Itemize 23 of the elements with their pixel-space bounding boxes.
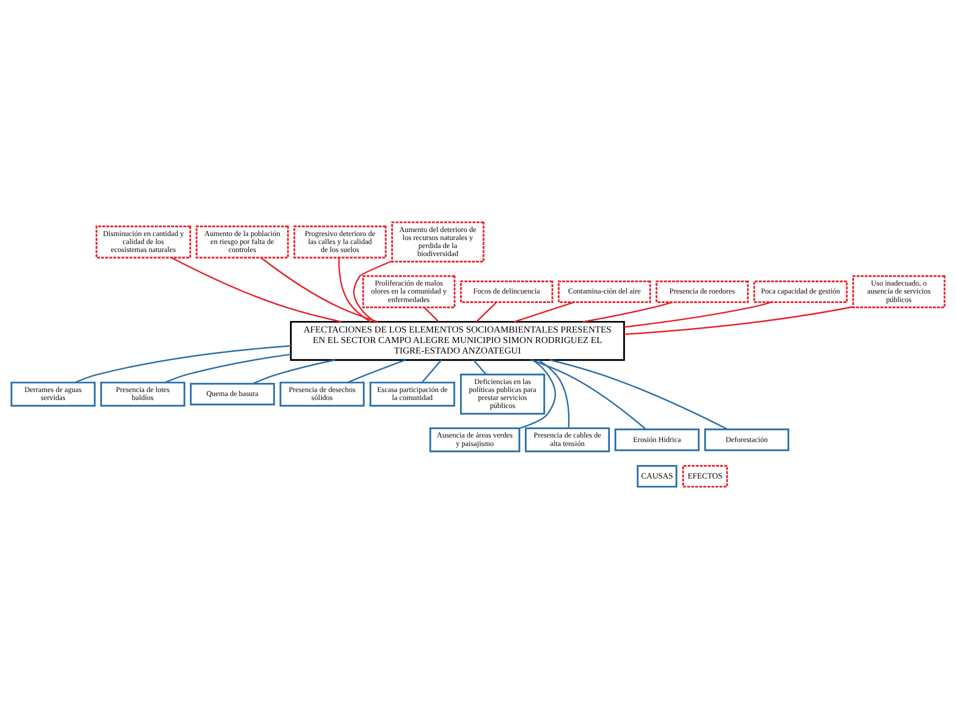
connector (476, 301, 497, 322)
connector (424, 306, 440, 322)
node-box: AFECTACIONES DE LOS ELEMENTOS SOCIOAMBIENTALES PRESENTES EN EL SECTOR CAMPO ALEGRE MUNICIPIO SIMON RODRIGUEZ EL TIGRE-ESTADO ANZOATEGUI (290, 320, 625, 360)
connector (170, 256, 342, 322)
connector (550, 358, 728, 430)
connector (530, 358, 646, 430)
connector (519, 358, 556, 428)
connector (347, 358, 406, 383)
legend-label: EFECTOS (688, 470, 722, 480)
connector (74, 344, 291, 383)
connector (252, 358, 336, 384)
connector (260, 256, 378, 322)
connector (353, 260, 392, 322)
connector (164, 353, 291, 383)
legend-label: CAUSAS (641, 470, 673, 480)
connector (473, 359, 486, 374)
connector (624, 306, 854, 335)
connector (421, 359, 442, 382)
connector (538, 358, 570, 428)
connector (514, 301, 574, 322)
connector (582, 300, 673, 322)
connector (338, 257, 372, 322)
connector (624, 301, 772, 328)
